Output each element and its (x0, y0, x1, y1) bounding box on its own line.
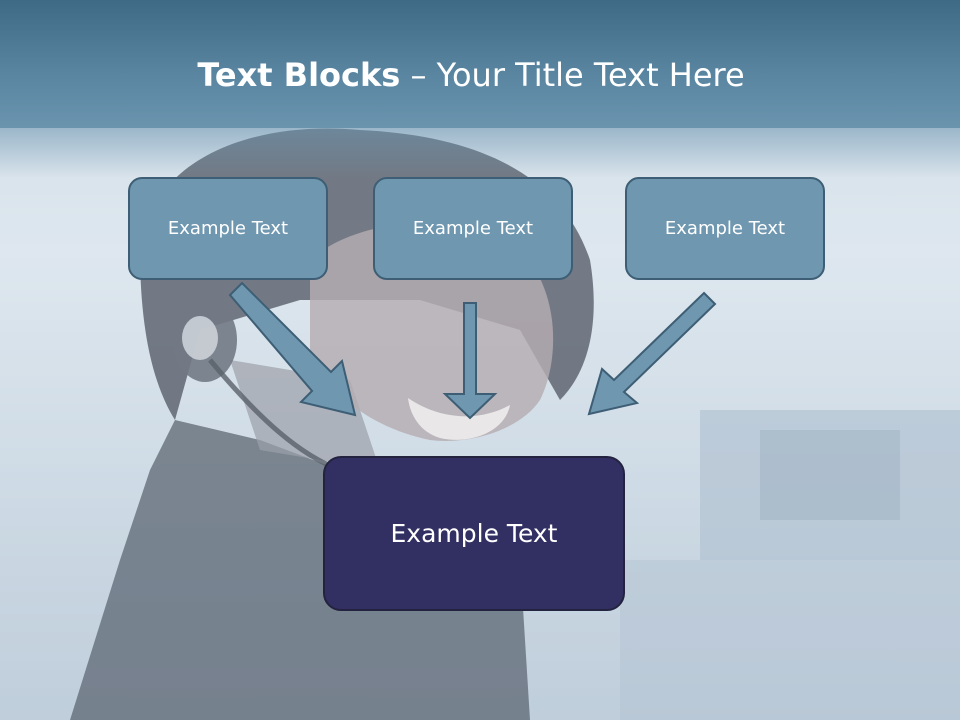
text-block-main-label: Example Text (390, 519, 558, 548)
arrow-left (228, 281, 357, 417)
title-rest: Your Title Text Here (436, 56, 745, 94)
arrow-center (442, 302, 498, 420)
text-block-3[interactable]: Example Text (625, 177, 825, 280)
text-block-1-label: Example Text (167, 218, 289, 239)
header-fade (0, 128, 960, 178)
text-block-2[interactable]: Example Text (373, 177, 573, 280)
text-block-3-label: Example Text (664, 218, 786, 239)
text-block-2-label: Example Text (412, 218, 534, 239)
header-band (0, 0, 960, 128)
person-smile (408, 398, 510, 440)
arrow-right (587, 291, 717, 416)
slide-title: Text Blocks – Your Title Text Here (0, 54, 942, 96)
text-block-1[interactable]: Example Text (128, 177, 328, 280)
title-bold: Text Blocks (197, 56, 401, 94)
title-separator: – (400, 56, 437, 94)
text-block-main[interactable]: Example Text (323, 456, 625, 611)
